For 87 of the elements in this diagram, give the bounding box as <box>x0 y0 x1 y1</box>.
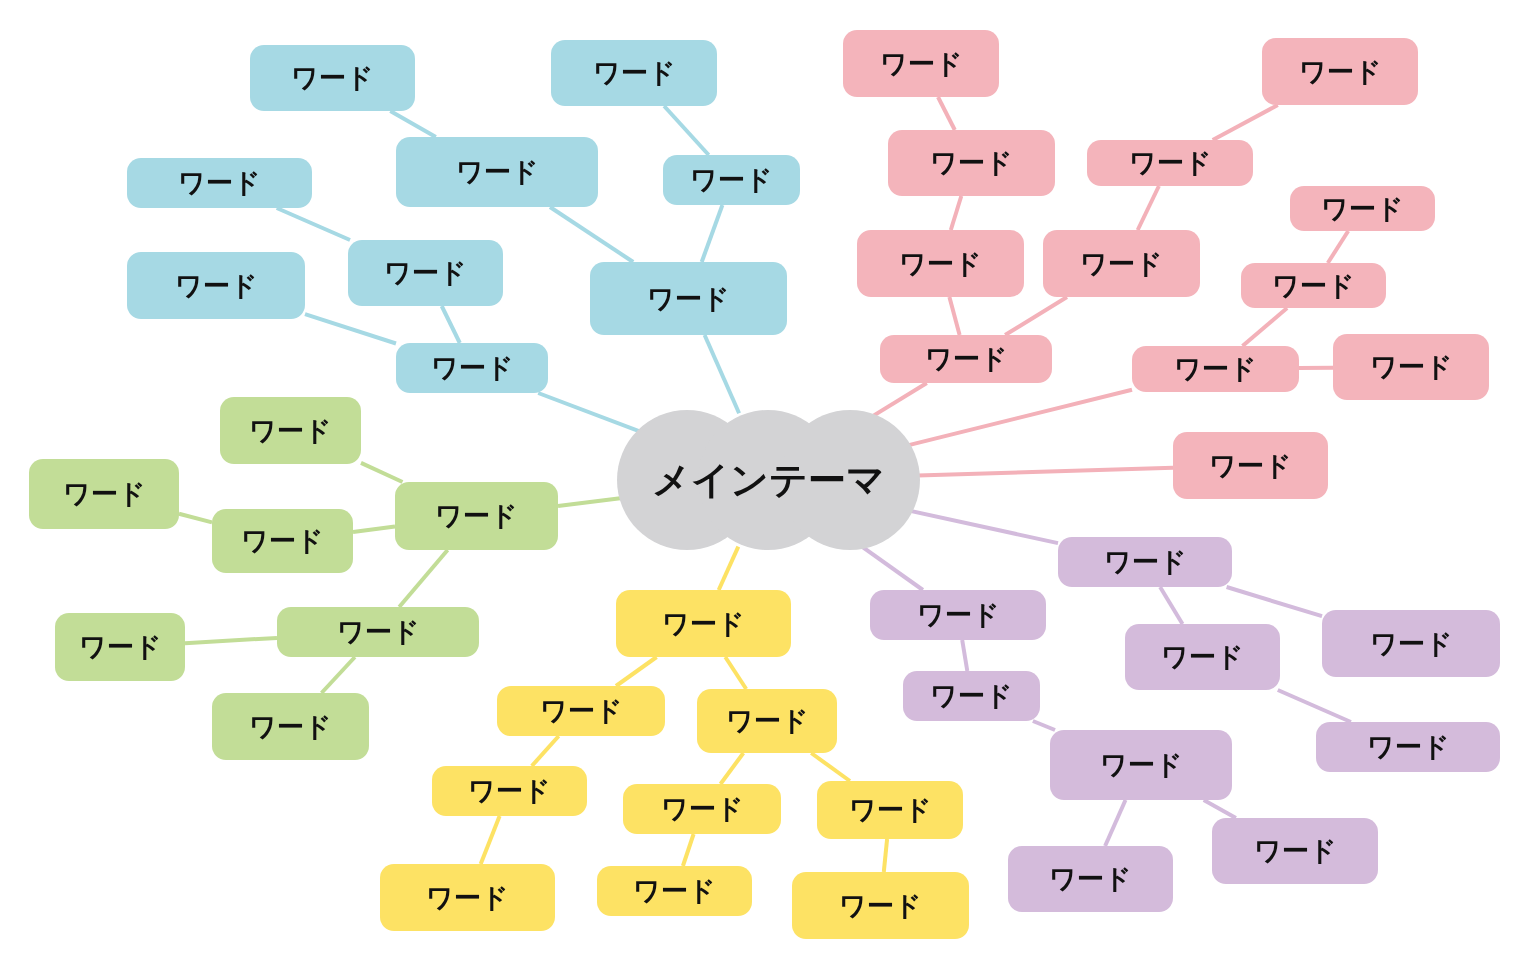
connector-line <box>662 104 711 157</box>
topic-box: ワード <box>220 397 361 464</box>
topic-box: ワード <box>396 343 548 393</box>
connector-line <box>917 465 1174 478</box>
topic-box: ワード <box>380 864 555 931</box>
connector-line <box>1299 365 1334 371</box>
topic-box: ワード <box>348 240 503 306</box>
topic-box: ワード <box>1322 610 1500 677</box>
connector-line <box>810 751 852 783</box>
connector-line <box>389 109 437 139</box>
connector-line <box>723 655 748 691</box>
topic-box: ワード <box>1316 722 1500 772</box>
topic-box: ワード <box>1058 537 1232 587</box>
connector-line <box>439 305 462 344</box>
topic-box: ワード <box>277 607 479 657</box>
topic-box: ワード <box>817 781 963 839</box>
connector-line <box>352 524 396 534</box>
topic-box: ワード <box>432 766 587 816</box>
connector-line <box>1202 798 1237 820</box>
topic-box: ワード <box>590 262 787 335</box>
connector-line <box>936 96 957 131</box>
connector-line <box>397 548 450 609</box>
topic-box: ワード <box>616 590 791 657</box>
topic-box: ワード <box>1125 624 1280 690</box>
topic-box: ワード <box>55 613 185 681</box>
connector-line <box>1103 799 1128 847</box>
topic-box: ワード <box>1087 140 1253 186</box>
topic-box: ワード <box>1262 38 1418 105</box>
connector-line <box>1226 585 1323 619</box>
topic-box: ワード <box>623 784 781 834</box>
topic-box: ワード <box>663 155 800 205</box>
topic-box: ワード <box>396 137 598 207</box>
connector-line <box>716 545 741 591</box>
topic-box: ワード <box>857 230 1024 297</box>
connector-line <box>1326 229 1350 265</box>
connector-line <box>478 815 502 865</box>
topic-box: ワード <box>1043 230 1200 297</box>
topic-box: ワード <box>1333 334 1489 400</box>
topic-box: ワード <box>551 40 717 106</box>
connector-line <box>320 655 357 695</box>
connector-line <box>184 635 278 646</box>
topic-box: ワード <box>843 30 999 97</box>
connector-line <box>1158 585 1185 626</box>
topic-box: ワード <box>127 158 312 208</box>
connector-line <box>1004 295 1069 337</box>
connector-line <box>881 838 890 873</box>
connector-line <box>1211 103 1279 142</box>
connector-line <box>681 833 696 867</box>
connector-line <box>275 206 351 242</box>
topic-box: ワード <box>792 872 969 939</box>
connector-line <box>1277 688 1352 724</box>
topic-box: ワード <box>888 130 1055 196</box>
connector-line <box>1032 719 1056 732</box>
connector-line <box>718 751 745 786</box>
topic-box: ワード <box>29 459 179 529</box>
topic-box: ワード <box>212 693 369 760</box>
connector-line <box>360 461 404 484</box>
topic-box: ワード <box>250 45 415 111</box>
connector-line <box>178 511 213 525</box>
connector-line <box>699 204 725 263</box>
main-topic-text: メインテーマ <box>652 456 885 504</box>
topic-box: ワード <box>1008 846 1173 912</box>
connector-line <box>304 312 397 346</box>
connector-line <box>947 296 962 336</box>
topic-box: ワード <box>1173 432 1328 499</box>
connector-line <box>530 734 561 768</box>
topic-box: ワード <box>1241 263 1386 308</box>
topic-box: ワード <box>1050 730 1232 800</box>
topic-box: ワード <box>903 671 1040 721</box>
topic-box: ワード <box>870 590 1046 640</box>
topic-box: ワード <box>697 689 837 753</box>
topic-box: ワード <box>1290 186 1435 231</box>
connector-line <box>948 195 964 231</box>
connector-line <box>614 655 658 688</box>
connector-line <box>1135 185 1161 231</box>
topic-box: ワード <box>497 686 665 736</box>
topic-box: ワード <box>1132 346 1299 392</box>
connector-line <box>960 639 970 672</box>
topic-box: ワード <box>597 866 752 916</box>
connector-line <box>548 205 635 264</box>
connector-line <box>1241 306 1289 348</box>
topic-box: ワード <box>395 482 558 550</box>
topic-box: ワード <box>1212 818 1378 884</box>
topic-box: ワード <box>880 335 1052 383</box>
topic-box: ワード <box>212 509 353 573</box>
topic-box: ワード <box>127 252 305 319</box>
connector-line <box>702 334 741 415</box>
